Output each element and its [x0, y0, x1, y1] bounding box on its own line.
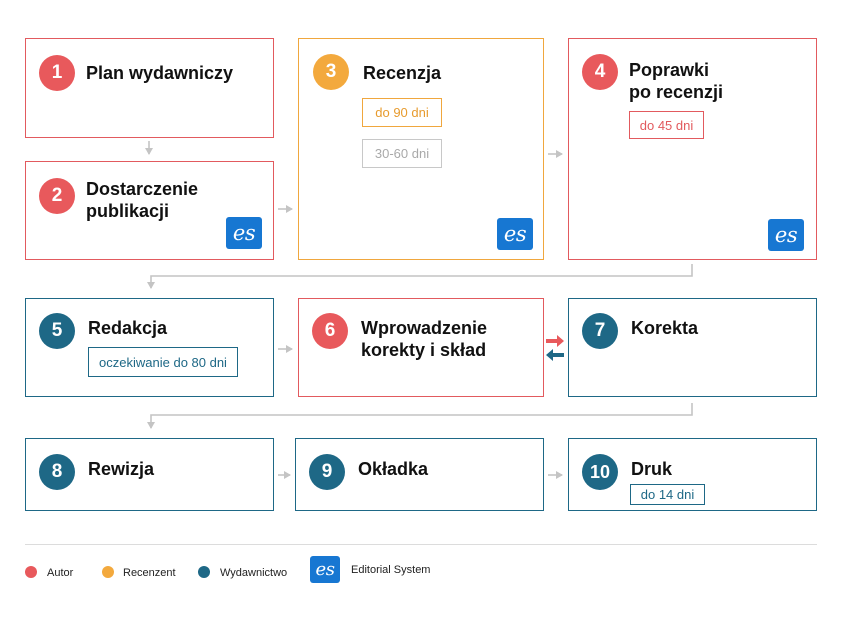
- step-5-duration-tag: oczekiwanie do 80 dni: [88, 347, 238, 377]
- step-9-title: Okładka: [358, 459, 429, 479]
- step-3-number: 3: [313, 54, 349, 90]
- step-1-box: 1 Plan wydawniczy: [25, 38, 274, 138]
- step-5-number: 5: [39, 313, 75, 349]
- exchange-arrows-6-7: [546, 335, 564, 361]
- step-6-number: 6: [312, 313, 348, 349]
- legend-wydawnictwo-dot: [198, 566, 210, 578]
- step-8-box: 8 Rewizja: [25, 438, 274, 511]
- step-5-box: 5 Redakcja oczekiwanie do 80 dni: [25, 298, 274, 397]
- legend-autor-dot: [25, 566, 37, 578]
- step-10-duration-tag: do 14 dni: [630, 484, 705, 505]
- step-9-number: 9: [309, 454, 345, 490]
- legend-recenzent-dot: [102, 566, 114, 578]
- step-3-typical-duration-tag: 30-60 dni: [362, 139, 442, 168]
- step-3-title: Recenzja: [363, 63, 442, 83]
- step-5-title: Redakcja: [88, 318, 168, 338]
- legend-autor-label: Autor: [47, 567, 74, 579]
- step-10-number: 10: [582, 454, 618, 490]
- step-4-title: Poprawki po recenzji: [629, 60, 724, 102]
- editorial-system-logo-icon: es: [768, 219, 804, 251]
- step-8-title: Rewizja: [88, 459, 155, 479]
- step-6-box: 6 Wprowadzenie korekty i skład: [298, 298, 544, 397]
- editorial-system-logo-icon: es: [226, 217, 262, 249]
- step-7-title: Korekta: [631, 318, 699, 338]
- arrow-7-to-6: [546, 349, 564, 361]
- step-4-number: 4: [582, 54, 618, 90]
- step-6-title: Wprowadzenie korekty i skład: [361, 318, 488, 360]
- step-2-number: 2: [39, 178, 75, 214]
- editorial-system-logo-icon: es: [497, 218, 533, 250]
- step-4-box: 4 Poprawki po recenzji do 45 dni es: [568, 38, 817, 260]
- step-1-number: 1: [39, 55, 75, 91]
- legend-recenzent-label: Recenzent: [123, 567, 176, 579]
- legend-editorial-system-icon: es: [310, 556, 340, 583]
- arrow-6-to-7: [546, 335, 564, 347]
- step-8-number: 8: [39, 454, 75, 490]
- step-7-number: 7: [582, 313, 618, 349]
- legend-editorial-system-label: Editorial System: [351, 564, 431, 576]
- step-4-duration-tag: do 45 dni: [629, 111, 704, 139]
- arrow-7-to-8: [147, 403, 693, 429]
- step-3-duration-tag: do 90 dni: [362, 98, 442, 127]
- arrow-4-to-5: [147, 264, 693, 289]
- step-7-box: 7 Korekta: [568, 298, 817, 397]
- step-10-box: 10 Druk do 14 dni: [568, 438, 817, 511]
- legend-divider: [25, 544, 817, 545]
- step-3-box: 3 Recenzja do 90 dni 30-60 dni es: [298, 38, 544, 260]
- step-10-title: Druk: [631, 459, 673, 479]
- step-2-title: Dostarczenie publikacji: [86, 179, 199, 221]
- step-2-box: 2 Dostarczenie publikacji es: [25, 161, 274, 260]
- step-1-title: Plan wydawniczy: [86, 63, 234, 83]
- legend-wydawnictwo-label: Wydawnictwo: [220, 567, 288, 579]
- step-9-box: 9 Okładka: [295, 438, 544, 511]
